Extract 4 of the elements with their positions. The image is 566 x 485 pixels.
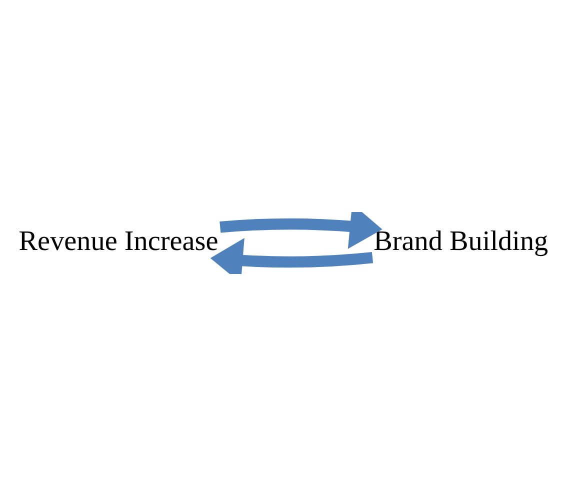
- arrow: [220, 212, 382, 248]
- node-text: Revenue Increase: [18, 226, 218, 257]
- node-text: Brand Building: [374, 226, 548, 257]
- arrow: [210, 238, 374, 274]
